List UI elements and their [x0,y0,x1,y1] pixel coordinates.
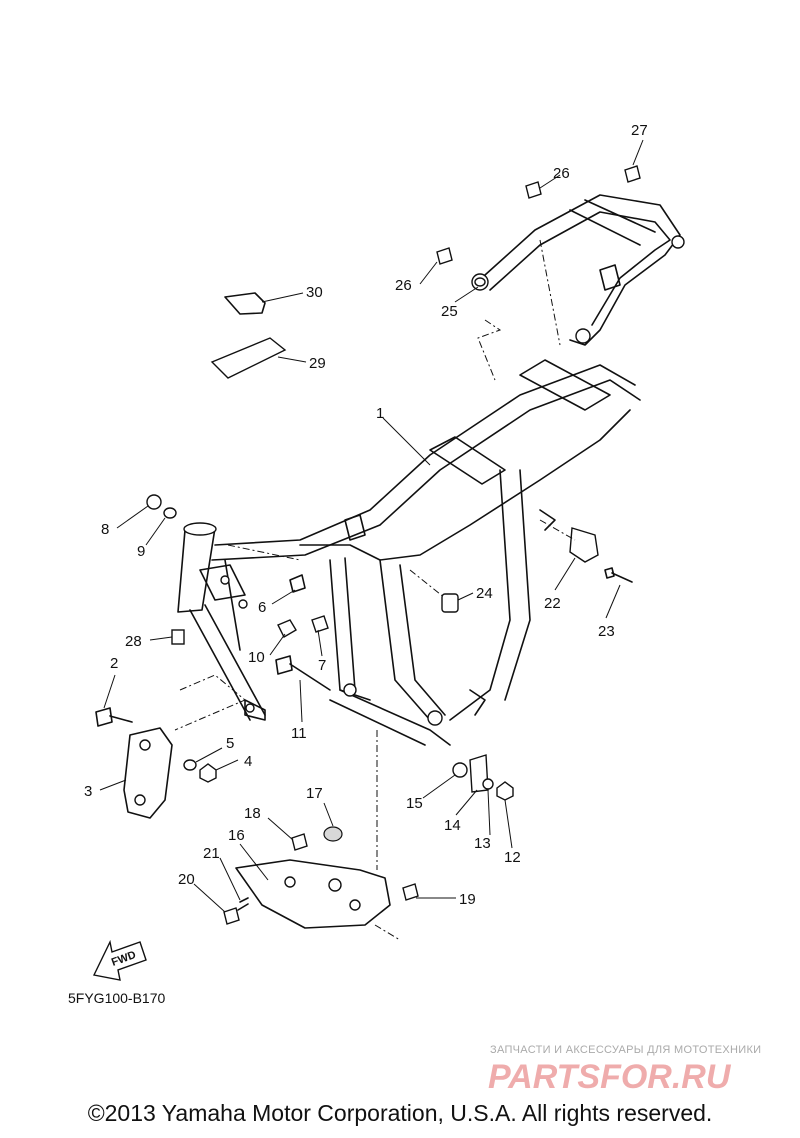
callout-7: 7 [318,657,326,674]
bolt-26b [436,247,453,265]
bolt-27 [624,165,641,183]
callout-11: 11 [291,725,307,742]
callout-19: 19 [459,891,476,908]
callout-1: 1 [376,405,384,422]
nut-15 [452,762,468,778]
bolt-23 [604,567,633,583]
bolt-18 [291,833,308,851]
nut-4 [199,763,217,783]
watermark-logo-text: PARTSFOR.RU [488,1058,732,1096]
bolt-26a [525,181,542,199]
callout-5: 5 [226,735,234,752]
main-frame [177,359,641,746]
copyright-notice: ©2013 Yamaha Motor Corporation, U.S.A. A… [87,1100,713,1126]
forward-arrow-icon: FWD [92,939,147,981]
callout-25: 25 [441,303,458,320]
bolt-11 [275,655,331,691]
callout-9: 9 [137,543,145,560]
callout-14: 14 [444,817,461,834]
bolt-19 [402,883,419,901]
bolt-6 [289,574,306,593]
collar-25 [474,277,486,287]
label-28 [171,629,185,645]
callout-6: 6 [258,599,266,616]
guard-16 [235,859,391,929]
bolt-7 [311,615,329,633]
nut-8 [146,494,162,510]
watermark-tagline: ЗАПЧАСТИ И АКСЕССУАРЫ ДЛЯ МОТОТЕХНИКИ [490,1044,762,1056]
callout-26b: 26 [395,277,412,294]
bolt-20 [223,907,240,925]
callout-21: 21 [203,845,220,862]
washer-21 [237,897,249,911]
callout-numbers: 1 2 3 4 5 6 7 8 9 10 11 12 13 14 15 16 1… [84,122,648,908]
watermark-logo: PARTSFOR.RU [488,1058,732,1096]
rear-frame [471,194,685,346]
leader-lines [99,139,644,913]
bolt-10 [277,619,297,638]
washer-13 [482,778,494,790]
cover-29 [210,337,287,379]
bracket-22 [569,527,599,563]
callout-22: 22 [544,595,561,612]
callout-4: 4 [244,753,252,770]
callout-27: 27 [631,122,648,139]
bolt-2 [95,707,133,727]
callout-20: 20 [178,871,195,888]
callout-2: 2 [110,655,118,672]
callout-18: 18 [244,805,261,822]
washer-9 [163,507,177,519]
washer-5 [183,759,197,771]
callout-12: 12 [504,849,521,866]
callout-8: 8 [101,521,109,538]
callout-29: 29 [309,355,326,372]
callout-26a: 26 [553,165,570,182]
callout-13: 13 [474,835,491,852]
callout-3: 3 [84,783,92,800]
callout-15: 15 [406,795,423,812]
bracket-3 [123,727,173,819]
callout-23: 23 [598,623,615,640]
assembly-lines [174,239,576,941]
callout-16: 16 [228,827,245,844]
callout-17: 17 [306,785,323,802]
callout-10: 10 [248,649,265,666]
spacer-24 [441,593,459,613]
clip-30 [224,292,266,315]
diagram-code: 5FYG100-B170 [68,990,166,1006]
callout-28: 28 [125,633,142,650]
callout-30: 30 [306,284,323,301]
callout-24: 24 [476,585,493,602]
plug-17 [323,826,343,842]
nut-12 [496,781,514,801]
